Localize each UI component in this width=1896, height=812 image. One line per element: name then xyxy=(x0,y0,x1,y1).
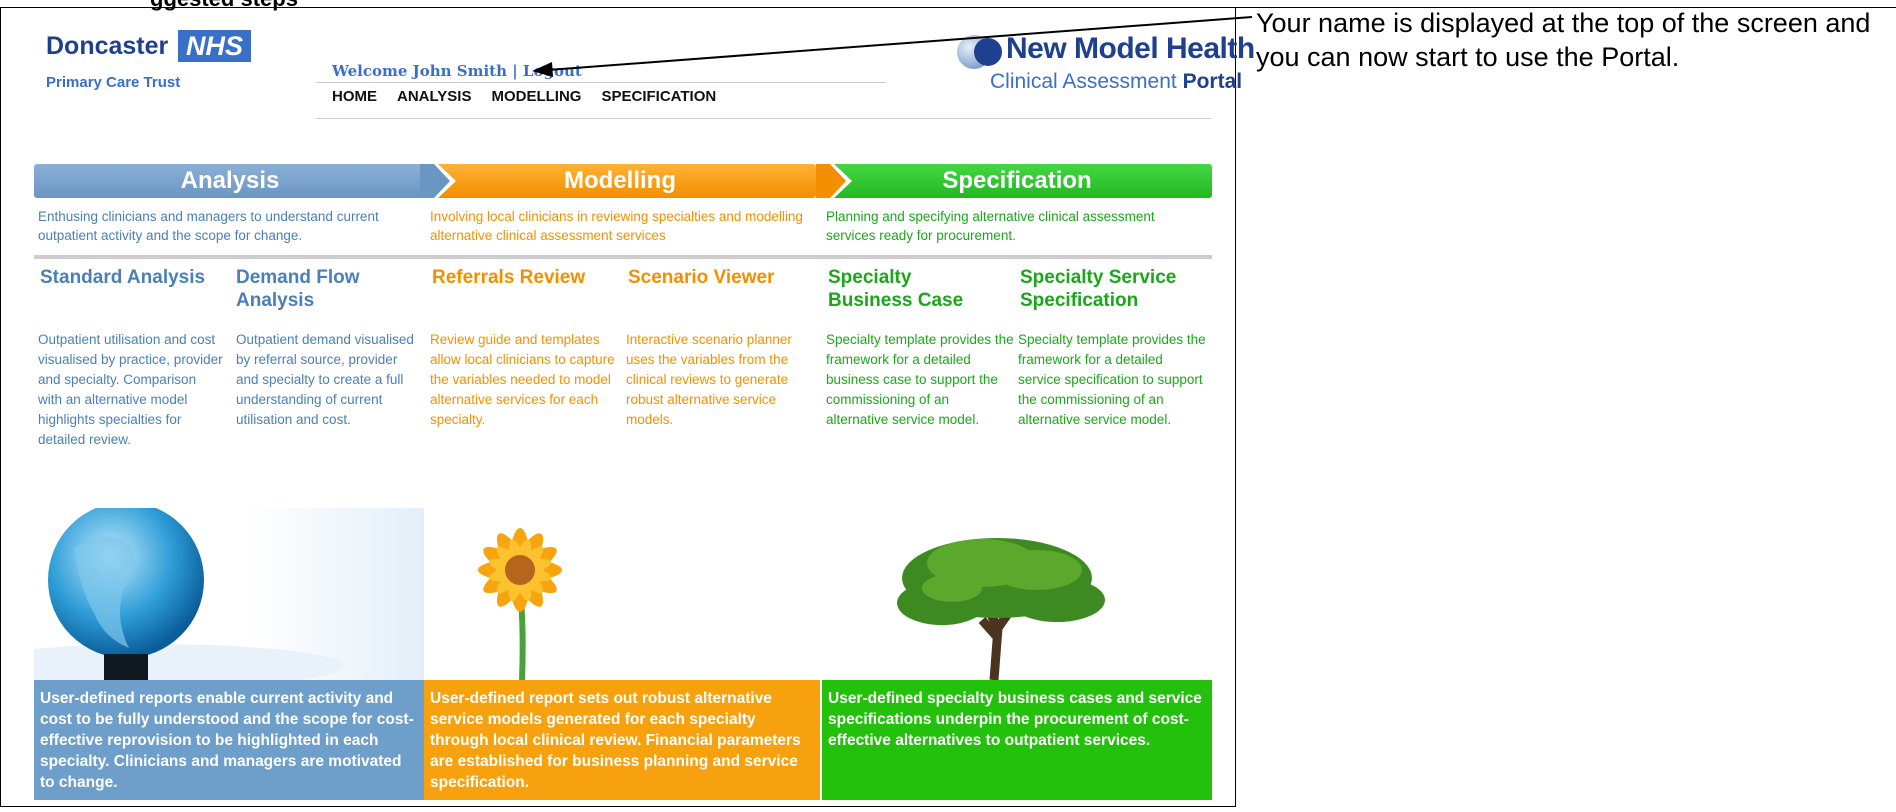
nav-modelling[interactable]: MODELLING xyxy=(491,88,582,105)
specialty-service-spec-desc: Specialty template provides the framewor… xyxy=(1018,332,1206,427)
referrals-review-link[interactable]: Referrals Review xyxy=(432,267,586,288)
nav-specification[interactable]: SPECIFICATION xyxy=(601,88,717,105)
nav-analysis[interactable]: ANALYSIS xyxy=(397,88,472,105)
modelling-intro: Involving local clinicians in reviewing … xyxy=(430,209,803,243)
specification-intro: Planning and specifying alternative clin… xyxy=(826,209,1155,243)
nmh-logo-icon xyxy=(957,35,1002,69)
scenario-viewer-link[interactable]: Scenario Viewer xyxy=(628,267,775,288)
brand-title: New Model Health xyxy=(1006,32,1255,65)
logout-link[interactable]: Logout xyxy=(522,62,582,80)
demand-flow-analysis-desc: Outpatient demand visualised by referral… xyxy=(236,332,414,427)
table-top-border xyxy=(1236,7,1896,8)
analysis-caption: User-defined reports enable current acti… xyxy=(34,680,424,800)
welcome-text: Welcome John Smith | xyxy=(332,62,523,80)
brand-subtitle: Clinical Assessment Portal xyxy=(990,70,1242,94)
specification-caption: User-defined specialty business cases an… xyxy=(822,680,1212,800)
analysis-banner[interactable]: Analysis xyxy=(34,164,426,198)
demand-flow-analysis-link[interactable]: Demand Flow Analysis xyxy=(236,267,360,311)
brand-subtitle-main: Clinical Assessment xyxy=(990,70,1177,93)
welcome-message: Welcome John Smith | Logout xyxy=(332,62,582,80)
modelling-banner[interactable]: Modelling xyxy=(424,164,816,198)
nav-home[interactable]: HOME xyxy=(332,88,377,105)
nhs-logo-badge: NHS xyxy=(178,30,252,62)
specialty-business-case-link[interactable]: Specialty Business Case xyxy=(828,267,964,311)
chevron-right-icon xyxy=(816,164,852,198)
modelling-caption: User-defined report sets out robust alte… xyxy=(424,680,820,800)
nav-divider-bottom xyxy=(316,118,1211,119)
brand-subtitle-bold: Portal xyxy=(1182,70,1243,93)
standard-analysis-desc: Outpatient utilisation and cost visualis… xyxy=(38,332,223,447)
screenshot-frame xyxy=(0,7,1236,807)
org-logo-subtitle: Primary Care Trust xyxy=(46,74,181,91)
globe-image xyxy=(34,508,424,680)
main-nav: HOME ANALYSIS MODELLING SPECIFICATION xyxy=(332,88,716,105)
standard-analysis-link[interactable]: Standard Analysis xyxy=(40,267,206,288)
specialty-business-case-desc: Specialty template provides the framewor… xyxy=(826,332,1014,427)
specialty-service-spec-link[interactable]: Specialty Service Specification xyxy=(1020,267,1177,311)
chevron-right-icon xyxy=(420,164,456,198)
flower-image xyxy=(424,508,820,680)
tree-image xyxy=(822,508,1212,680)
org-logo-text: Doncaster xyxy=(46,32,169,60)
document-heading-fragment: ggested steps xyxy=(150,0,298,12)
nav-divider-top xyxy=(316,82,886,83)
section-divider xyxy=(34,255,1212,259)
analysis-intro: Enthusing clinicians and managers to und… xyxy=(38,209,379,243)
specification-banner[interactable]: Specification xyxy=(822,164,1212,198)
referrals-review-desc: Review guide and templates allow local c… xyxy=(430,332,615,427)
instruction-note: Your name is displayed at the top of the… xyxy=(1256,8,1871,72)
scenario-viewer-desc: Interactive scenario planner uses the va… xyxy=(626,332,792,427)
